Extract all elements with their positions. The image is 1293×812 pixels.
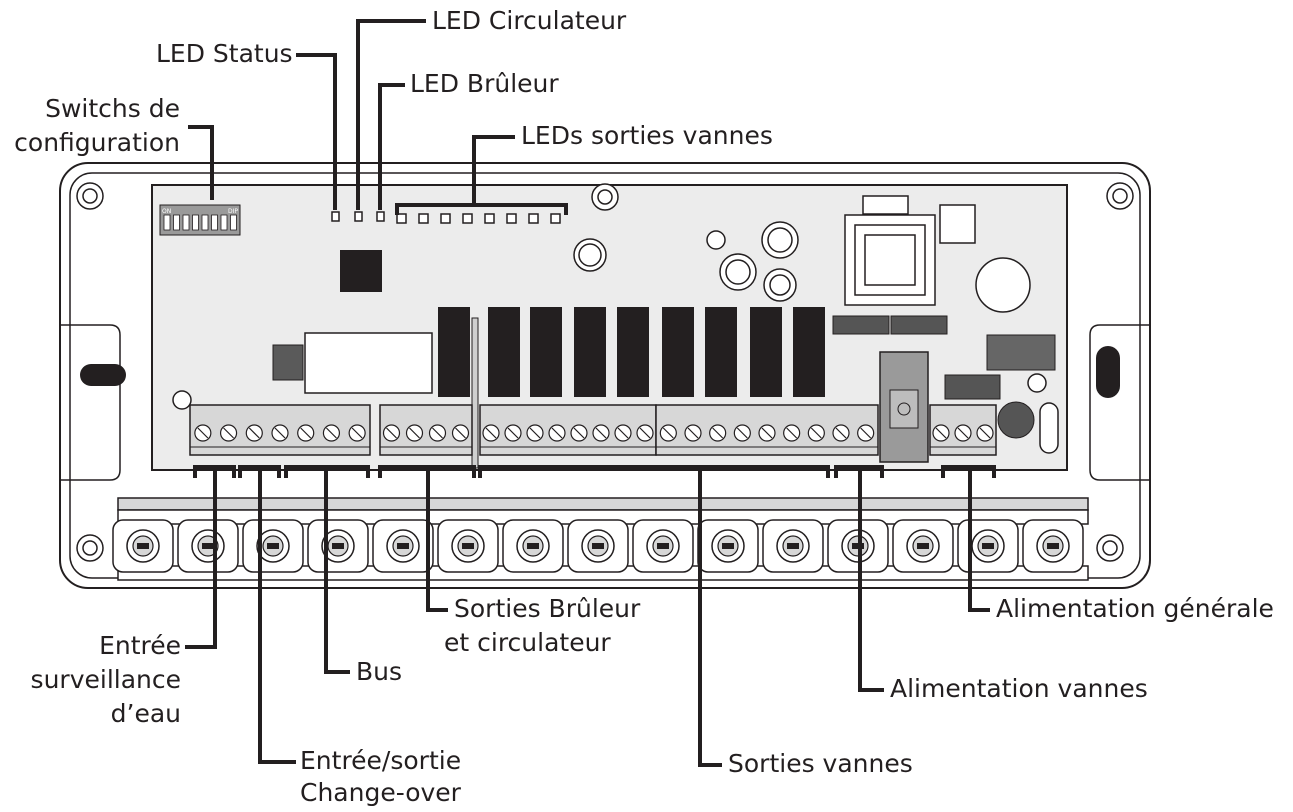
transformer-module: [304, 332, 433, 394]
relay: [793, 307, 825, 397]
leader-entree: [185, 467, 217, 649]
led-row: [331, 211, 561, 224]
led: [462, 213, 473, 224]
label-entree-line3: d’eau: [110, 699, 181, 728]
label-switchs-line2: configuration: [14, 128, 180, 157]
leader-alim-generale: [968, 467, 990, 612]
label-changeover-line2: Change-over: [300, 778, 461, 807]
label-led-circulateur: LED Circulateur: [432, 6, 627, 35]
relay: [574, 307, 606, 397]
label-switchs-line1: Switchs de: [45, 94, 180, 123]
dip-switch: ON DIP: [159, 204, 241, 236]
leader-switchs: [188, 125, 214, 200]
relay: [488, 307, 520, 397]
led: [506, 213, 517, 224]
board-screw-icon: [591, 183, 619, 211]
mounting-slot-left: [80, 364, 126, 386]
leader-led-status: [296, 53, 337, 210]
dip-lever: [173, 214, 180, 231]
dip-lever: [163, 214, 171, 231]
dip-lever: [211, 214, 218, 231]
dip-lever: [201, 214, 209, 231]
mounting-slot-right: [1096, 346, 1120, 398]
relay: [438, 307, 470, 397]
separator: [471, 317, 479, 469]
leader-changeover: [258, 467, 296, 764]
microcontroller-chip: [340, 250, 382, 292]
led: [418, 213, 429, 224]
dip-on-label: ON: [162, 208, 171, 215]
label-entree-line1: Entrée: [99, 631, 181, 660]
leader-sorties-bruleur: [426, 467, 448, 612]
relays: [438, 307, 825, 469]
leader-lines: [185, 19, 996, 767]
pcb-board: ON DIP: [151, 183, 1068, 471]
label-led-bruleur: LED Brûleur: [410, 69, 559, 98]
corner-screw-icon: [76, 534, 104, 562]
leader-led-circulateur: [356, 19, 426, 210]
leader-alim-vannes: [858, 467, 884, 692]
corner-screw-icon: [76, 182, 104, 210]
dip-lever: [230, 214, 237, 231]
corner-screw-icon: [1096, 534, 1124, 562]
label-sorties-bruleur-line2: et circulateur: [444, 628, 611, 657]
led: [354, 211, 363, 222]
capacitors: [573, 221, 1035, 439]
label-leds-vannes: LEDs sorties vannes: [521, 121, 773, 150]
label-led-status: LED Status: [156, 39, 293, 68]
label-sorties-vannes: Sorties vannes: [728, 749, 913, 778]
led: [484, 213, 495, 224]
relay: [750, 307, 782, 397]
relay: [662, 307, 694, 397]
corner-screw-icon: [1106, 182, 1134, 210]
label-entree-line2: surveillance: [30, 665, 181, 694]
leader-leds-vannes-bracket: [395, 203, 568, 215]
dip-lever: [182, 214, 190, 231]
leader-leds-vannes: [472, 135, 515, 205]
label-alim-vannes: Alimentation vannes: [890, 674, 1148, 703]
led: [331, 211, 340, 222]
label-changeover-line1: Entrée/sortie: [300, 746, 462, 775]
leader-bus: [324, 467, 350, 674]
inductor: [272, 344, 304, 381]
led: [528, 213, 539, 224]
led: [550, 213, 561, 224]
dip-lever: [192, 214, 199, 231]
label-sorties-bruleur-line1: Sorties Brûleur: [454, 594, 641, 623]
label-bus: Bus: [356, 657, 403, 686]
relay: [705, 307, 737, 397]
led: [440, 213, 451, 224]
mains-transformer: [844, 195, 976, 306]
dip-label: DIP: [228, 208, 238, 215]
relay: [617, 307, 649, 397]
dip-lever: [220, 214, 228, 231]
terminal-blocks: [189, 404, 997, 456]
label-alim-generale: Alimentation générale: [996, 594, 1274, 623]
relay: [530, 307, 562, 397]
led: [396, 213, 407, 224]
led: [376, 211, 385, 222]
leader-sorties-vannes: [698, 467, 722, 767]
pcb-screw-icon: [172, 230, 1047, 410]
leader-led-bruleur: [378, 83, 405, 210]
